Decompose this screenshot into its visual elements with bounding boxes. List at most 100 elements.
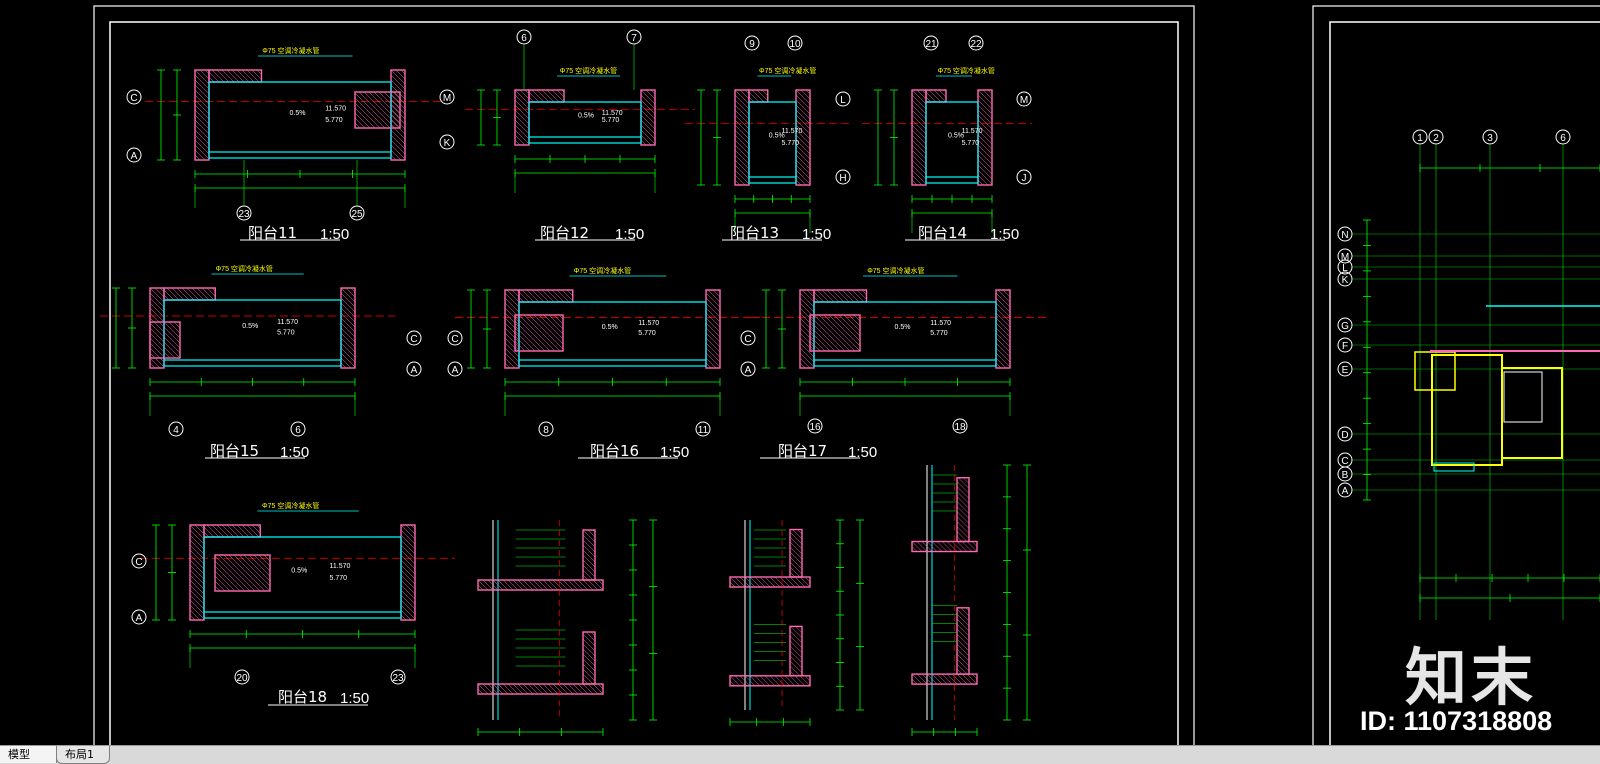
plan14-wall-left-hatch bbox=[911, 169, 927, 185]
plan14-wall-right-hatch bbox=[977, 144, 993, 160]
right-stair bbox=[1503, 371, 1543, 423]
plan18-ac-box-hatch bbox=[253, 554, 271, 572]
plan15-wall-top-hatch bbox=[166, 287, 180, 301]
section-b-slab-a-hatch bbox=[754, 576, 766, 588]
section-b-slab-a-hatch bbox=[794, 576, 806, 588]
plan12-wall-left-hatch bbox=[514, 139, 521, 146]
plan15-wall-left-hatch bbox=[149, 362, 156, 369]
plan18-wall-right-hatch bbox=[400, 574, 416, 590]
tab-model[interactable]: 模型 bbox=[0, 746, 57, 763]
plan12-wall-left-hatch bbox=[514, 129, 530, 145]
plan18-wall-left-hatch bbox=[189, 524, 205, 540]
plan17-wall-top-hatch bbox=[851, 289, 865, 303]
section-a-slab-a-hatch bbox=[497, 579, 509, 591]
plan18-wall-left-hatch bbox=[189, 589, 205, 605]
plan14-wall-left-hatch bbox=[911, 114, 927, 130]
section-c-parapet-b-hatch bbox=[956, 608, 970, 622]
section-a-parapet-b-hatch bbox=[582, 658, 596, 672]
plan13-wall-top-hatch bbox=[748, 96, 755, 103]
section-b-parapet-a-hatch bbox=[792, 529, 803, 540]
plan13-wall-left-hatch bbox=[734, 139, 750, 155]
plan16-ac-box-hatch bbox=[514, 330, 536, 352]
section-c-parapet-b-hatch bbox=[956, 623, 970, 637]
section-a-parapet-b-hatch bbox=[582, 668, 596, 682]
plan11-wall-right-hatch bbox=[395, 69, 406, 80]
plan14-wall-right-hatch bbox=[977, 139, 993, 155]
right-room-a bbox=[1431, 354, 1503, 466]
plan11-ac-box-hatch bbox=[354, 92, 391, 129]
plan15-wall-top-hatch bbox=[181, 287, 195, 301]
plan16-wall-right-hatch bbox=[705, 327, 721, 343]
section-c-slab-b-hatch bbox=[926, 673, 938, 685]
section-c-slab-a-hatch bbox=[941, 541, 953, 552]
plan18-wall-right-hatch bbox=[410, 524, 416, 530]
plan15-ac-box-hatch bbox=[149, 322, 181, 354]
plan12-wall-top-hatch bbox=[528, 91, 540, 103]
section-b-slab-b-hatch bbox=[754, 675, 766, 686]
section-a-slab-a-hatch bbox=[587, 579, 599, 591]
plan13-wall-left-hatch bbox=[739, 89, 750, 100]
plan12-wall-right-hatch bbox=[645, 89, 656, 100]
tab-layout1[interactable]: 布局1 bbox=[56, 746, 110, 764]
section-a-parapet-a-hatch bbox=[582, 549, 596, 563]
plan14-grid-m-circle bbox=[1016, 91, 1032, 107]
plan14-grid-22-circle bbox=[968, 35, 984, 51]
plan18-wall-left-hatch bbox=[189, 599, 205, 615]
plan13-wall-top-hatch bbox=[751, 89, 765, 103]
plan16-ac-box-hatch bbox=[514, 345, 521, 352]
section-c-parapet-b-hatch bbox=[956, 633, 970, 647]
plan13-wall-left-hatch bbox=[734, 164, 750, 180]
plan13-wall-right-hatch bbox=[795, 179, 802, 186]
plan15-wall-right-hatch bbox=[340, 317, 356, 333]
plan11-level-b: 5.770 bbox=[325, 117, 343, 124]
plan13-wall-left-hatch bbox=[734, 114, 750, 130]
plan17-wall-right-hatch bbox=[995, 352, 1011, 368]
plan13-wall-right-hatch bbox=[795, 94, 811, 110]
plan17-grid-18-label: 18 bbox=[954, 422, 966, 433]
plan11-ac-box bbox=[354, 91, 401, 129]
plan11-ac-box-hatch bbox=[358, 91, 396, 129]
plan17-wall-right-hatch bbox=[1002, 289, 1011, 298]
plan16-wall-right-hatch bbox=[705, 342, 721, 358]
sheet2-inner-frame bbox=[1329, 21, 1600, 745]
section-a-slab-a-hatch bbox=[532, 579, 544, 591]
plan17-ac-box-hatch bbox=[818, 314, 856, 352]
plan16-ac-box-hatch bbox=[514, 325, 541, 352]
section-c-parapet-a-hatch bbox=[958, 477, 970, 489]
plan15-wall-top-hatch bbox=[176, 287, 190, 301]
plan15-wall-right-hatch bbox=[340, 357, 352, 369]
plan11-grid-a-label: A bbox=[131, 151, 138, 162]
plan16-grid-c-circle bbox=[447, 330, 463, 346]
plan15-wall-right-hatch bbox=[340, 312, 356, 328]
section-a-slab-b-hatch bbox=[562, 683, 574, 695]
plan11-wall-left-hatch bbox=[194, 74, 210, 90]
plan11-wall-left-hatch bbox=[194, 134, 210, 150]
plan13-wall-right-hatch bbox=[795, 154, 811, 170]
plan15-grid-c-label: C bbox=[410, 334, 417, 345]
section-a-slab-b-hatch bbox=[482, 683, 494, 695]
section-b-slab-b-hatch bbox=[729, 680, 736, 686]
section-b-parapet-a-hatch bbox=[797, 529, 803, 535]
section-c-slab-b-hatch bbox=[911, 678, 918, 685]
plan12-grid-k-label: K bbox=[444, 138, 451, 149]
plan17-wall-left-hatch bbox=[799, 347, 815, 363]
plan13-wall-left bbox=[734, 89, 750, 186]
plan11-wall-top-hatch bbox=[221, 69, 235, 83]
plan13-wall-left-hatch bbox=[734, 149, 750, 165]
plan11-ac-box-hatch bbox=[363, 91, 401, 129]
section-c-slab-a-hatch bbox=[956, 541, 968, 552]
plan16-wall-left-hatch bbox=[504, 312, 520, 328]
plan18-wall-right-hatch bbox=[400, 529, 416, 545]
plan18-wall-top-hatch bbox=[241, 524, 255, 538]
section-c-slab-b-hatch bbox=[921, 673, 933, 685]
plan16-wall-left-hatch bbox=[504, 292, 520, 308]
plan16-wall-top-hatch bbox=[541, 289, 555, 303]
plan11-wall-right-hatch bbox=[390, 94, 406, 110]
right-room-b bbox=[1501, 367, 1563, 459]
plan18-wall-left bbox=[189, 524, 205, 621]
plan17-wall-right-hatch bbox=[995, 302, 1011, 318]
section-a-slab-a-hatch bbox=[552, 579, 564, 591]
plan11-wall-left-hatch bbox=[194, 154, 201, 161]
section-c-parapet-b-hatch bbox=[956, 653, 970, 667]
